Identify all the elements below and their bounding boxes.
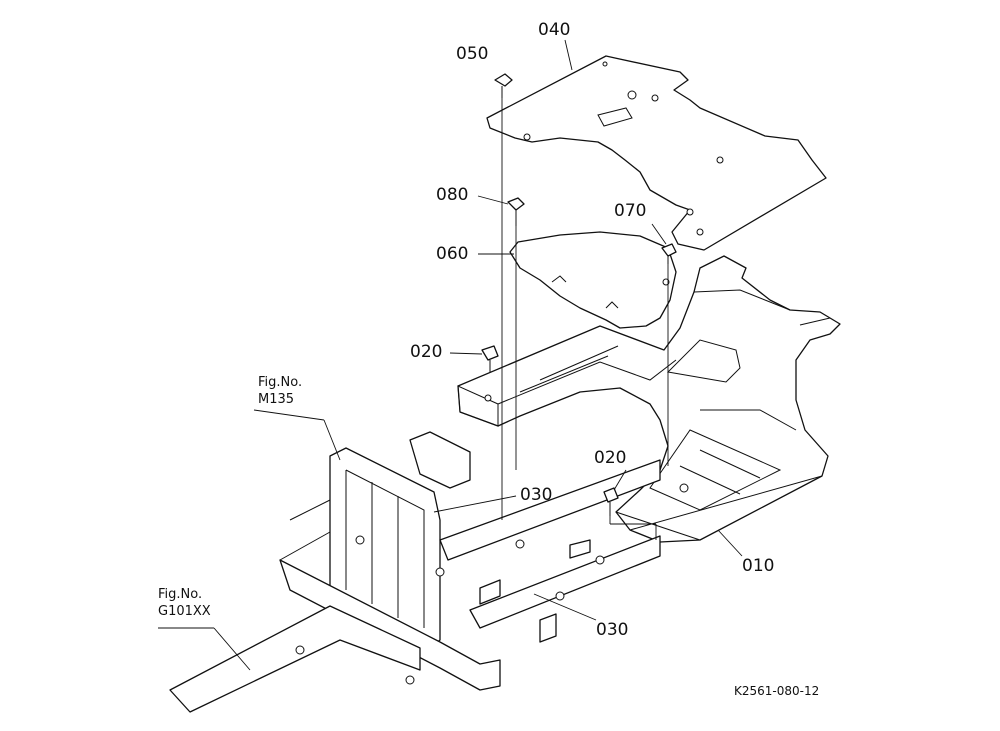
part-label-020-lower: 020 [594,448,627,468]
fig-ref-m135-line2: M135 [258,392,295,407]
fig-ref-m135: Fig.No. M135 [258,376,302,406]
part-label-020-upper: 020 [410,342,443,362]
fig-ref-g101xx: Fig.No. G101XX [158,588,211,618]
part-label-050: 050 [456,44,489,64]
bolt-020-lower [603,487,619,516]
part-label-060: 060 [436,244,469,264]
part-label-070: 070 [614,201,647,221]
fig-ref-g101xx-line1: Fig.No. [158,587,203,602]
leader-lines [158,39,743,671]
bolt-080 [507,197,525,226]
part-label-030-lower: 030 [596,620,629,640]
floor-cover-060 [509,231,677,329]
floor-step-010 [457,255,841,543]
fig-ref-g101xx-line2: G101XX [158,604,211,619]
part-label-040: 040 [538,20,571,40]
bolt-050 [494,73,513,98]
part-label-030-upper: 030 [520,485,553,505]
part-label-010: 010 [742,556,775,576]
bolt-020-upper [481,345,499,372]
drawing-code: K2561-080-12 [734,684,820,698]
bolt-070 [661,243,677,264]
main-frame [169,431,661,713]
floor-mat-040 [486,55,827,251]
part-label-080: 080 [436,185,469,205]
fig-ref-m135-line1: Fig.No. [258,375,303,390]
